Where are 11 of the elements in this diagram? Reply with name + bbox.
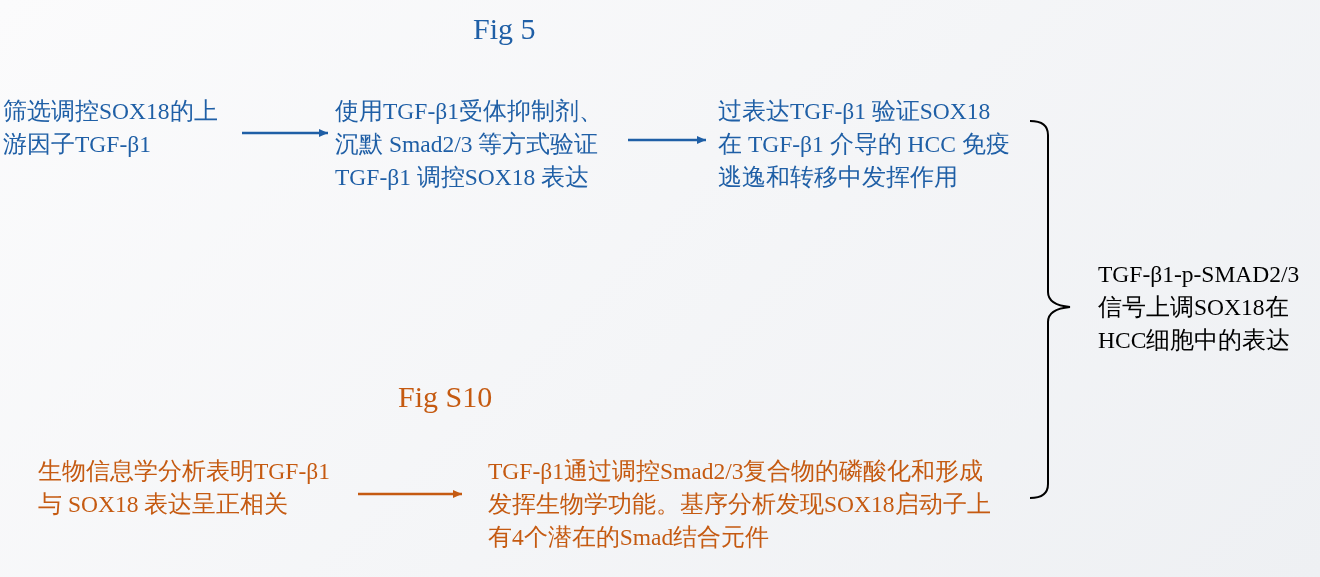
arrow [358,490,462,498]
figure-label: Fig S10 [398,380,493,414]
arrow [242,129,328,137]
step-text: 筛选调控SOX18的上游因子TGF-β1 [3,95,235,161]
step-text: TGF-β1通过调控Smad2/3复合物的磷酸化和形成发挥生物学功能。基序分析发现SOX18启动子上有4个潜在的Smad结合元件 [488,455,998,554]
step-text: 使用TGF-β1受体抑制剂、沉默 Smad2/3 等方式验证 TGF-β1 调控SOX18 表达 [335,95,622,194]
arrow [628,136,706,144]
figure-label: Fig 5 [473,12,536,46]
step-text: TGF-β1-p-SMAD2/3 信号上调SOX18在 HCC细胞中的表达 [1098,258,1313,357]
step-text: 过表达TGF-β1 验证SOX18 在 TGF-β1 介导的 HCC 免疫逃逸和转移中发挥作用 [718,95,1010,194]
step-text: 生物信息学分析表明TGF-β1 与 SOX18 表达呈正相关 [38,455,336,521]
